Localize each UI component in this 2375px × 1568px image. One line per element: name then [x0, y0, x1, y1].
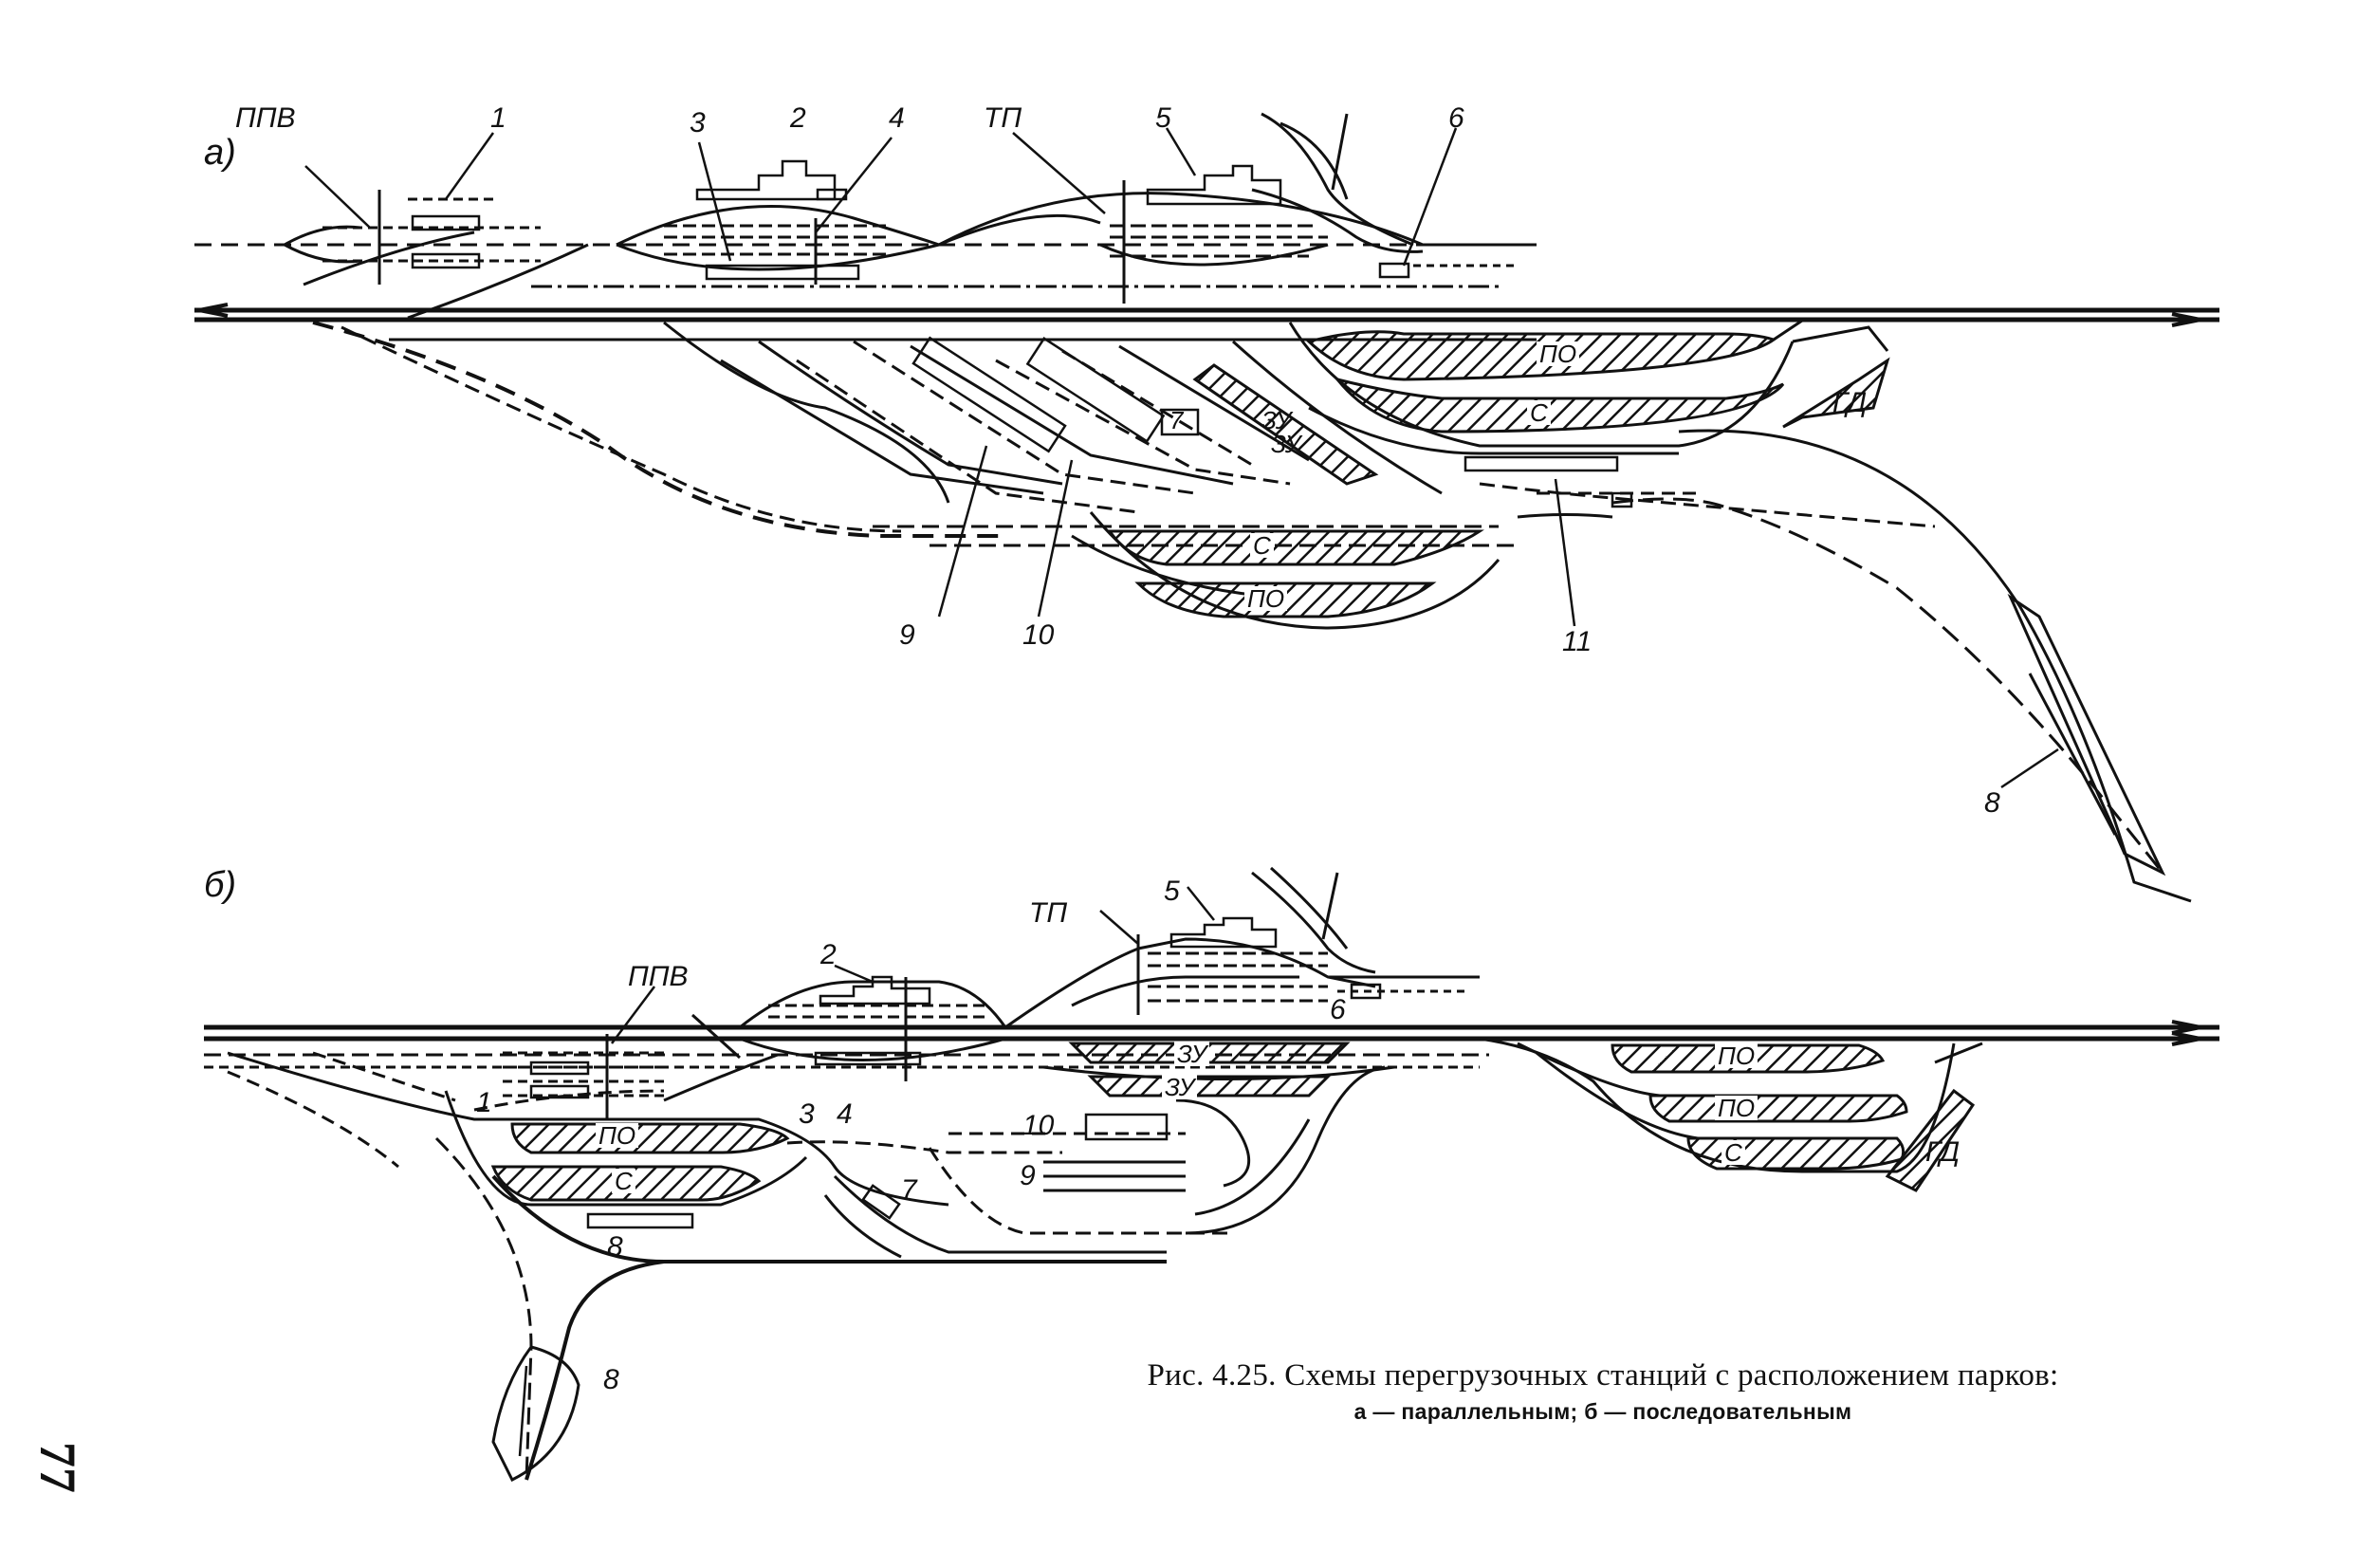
diagram-a — [194, 112, 2219, 903]
label-6-a: 6 — [1448, 102, 1464, 134]
lens-tp-5-6-b — [1004, 866, 1480, 1029]
label-po-top-a: ПО — [1537, 341, 1580, 366]
parks-po-s-left-b — [227, 1051, 1062, 1229]
label-zu2-a: ЗУ — [1271, 430, 1301, 458]
dashed-branch-a — [312, 321, 1005, 538]
label-8a-b: 8 — [607, 1231, 623, 1263]
lens-2-3-4-a — [616, 159, 940, 285]
label-po2-b: ПО — [1715, 1096, 1758, 1120]
label-ppv-b: ППВ — [628, 961, 689, 992]
diagonal-parks-a — [663, 321, 1443, 514]
zu-parks-b — [1042, 1042, 1395, 1098]
label-2-a: 2 — [790, 102, 806, 134]
label-5-b: 5 — [1164, 876, 1180, 907]
label-10-a: 10 — [1022, 619, 1055, 651]
label-gd-a: ГД — [1832, 387, 1868, 418]
label-1-a: 1 — [490, 102, 506, 134]
label-7-b: 7 — [901, 1174, 917, 1206]
label-4-a: 4 — [889, 102, 905, 134]
loop-to-park-8 — [491, 1174, 1167, 1481]
label-11-a: 11 — [1562, 626, 1593, 657]
label-s-left-b: С — [612, 1169, 635, 1193]
middle-parks-b — [823, 1065, 1386, 1259]
caption-title: Рис. 4.25. Схемы перегрузочных станций с… — [1147, 1358, 2059, 1393]
label-po-left-b: ПО — [596, 1123, 639, 1148]
label-5-a: 5 — [1155, 102, 1171, 134]
label-zu1-b: ЗУ — [1174, 1042, 1210, 1066]
label-tp-b: ТП — [1029, 897, 1068, 929]
lens-2-3-4-b — [739, 975, 1007, 1081]
park-gd-a — [1782, 357, 1890, 429]
label-gd-b: ГД — [1925, 1136, 1961, 1168]
label-po-bottom-a: ПО — [1244, 586, 1288, 611]
parks-s-po-bottom-a — [873, 511, 1613, 630]
leaders-a — [304, 127, 2059, 789]
leaders-b — [611, 886, 1215, 1044]
label-s-bottom-a: С — [1250, 533, 1274, 558]
label-s-right-b: С — [1721, 1140, 1745, 1165]
label-8-a: 8 — [1984, 787, 2000, 819]
label-6-b: 6 — [1330, 994, 1346, 1025]
page-number: 77 — [29, 1442, 86, 1493]
parks-po-s-top-a — [1288, 319, 2192, 903]
main-line-b — [204, 1024, 2219, 1042]
label-zu1-a: ЗУ — [1261, 406, 1292, 434]
park-zu-a — [1192, 363, 1379, 486]
label-tp-a: ТП — [984, 102, 1022, 134]
label-s-top-a: С — [1527, 400, 1551, 425]
ppv-group-a — [284, 190, 589, 320]
label-1-b: 1 — [476, 1087, 492, 1118]
label-4-b: 4 — [837, 1098, 853, 1130]
label-3-b: 3 — [799, 1098, 815, 1130]
caption-subtitle: а — параллельным; б — последовательным — [1353, 1399, 1852, 1424]
label-zu2-b: ЗУ — [1162, 1075, 1198, 1099]
park-gd-b — [1885, 1088, 1976, 1192]
label-ppv-a: ППВ — [235, 102, 296, 134]
label-7-a: 7 — [1169, 406, 1184, 434]
lens-tp-5-6-a — [938, 112, 1537, 304]
label-10-b: 10 — [1022, 1110, 1055, 1141]
main-line-a — [194, 307, 2219, 323]
part-label-b: б) — [204, 865, 237, 905]
label-po1-b: ПО — [1715, 1043, 1758, 1068]
label-9-b: 9 — [1020, 1160, 1036, 1191]
label-2-b: 2 — [820, 939, 837, 970]
part-label-a: а) — [204, 133, 236, 173]
label-8b-b: 8 — [603, 1364, 619, 1395]
figure-caption: Рис. 4.25. Схемы перегрузочных станций с… — [1067, 1358, 2139, 1425]
label-9-a: 9 — [899, 619, 915, 651]
label-3-a: 3 — [690, 107, 706, 138]
